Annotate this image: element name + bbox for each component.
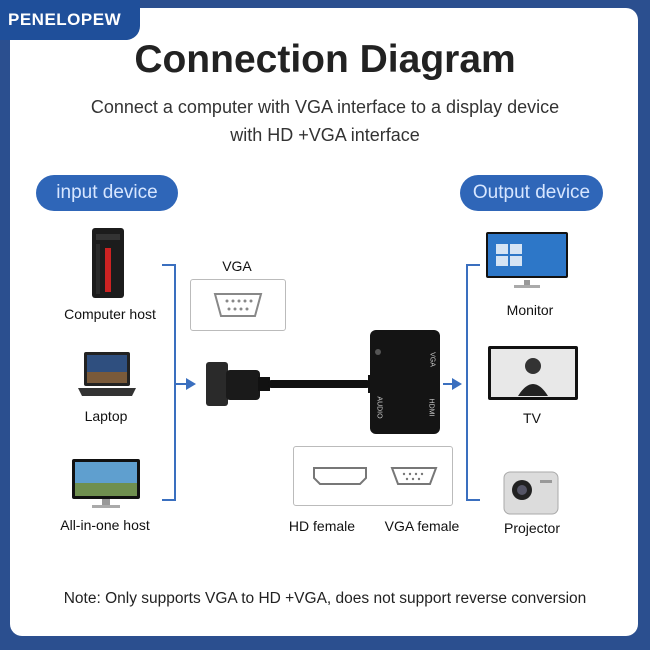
brand-label: PENELOPEW [0,0,140,40]
hdmi-female-label: HD female [288,518,356,534]
vga-port-icon [213,293,263,317]
input-arrow-line [174,383,188,385]
subtitle-line-2: with HD +VGA interface [230,125,420,145]
subtitle-line-1: Connect a computer with VGA interface to… [90,97,560,117]
projector-icon [503,471,559,515]
output-bracket [466,264,480,501]
adapter-vga-text: VGA [428,352,436,367]
device-label-all-in-one-host: All-in-one host [60,517,150,533]
adapter-hdmi-text: HDMI [427,398,435,417]
vga-female-port-icon [390,467,438,485]
page-title: Connection Diagram [134,38,516,81]
vga-female-label: VGA female [384,518,460,534]
subtitle: Connect a computer with VGA interface to… [0,93,650,149]
all-in-one-host-icon [72,459,140,508]
input-device-heading: input device [36,175,178,211]
hdmi-port-icon [313,467,367,485]
tv-icon [488,346,578,400]
output-arrow-line [443,383,455,385]
output-ports-callout [293,446,453,506]
device-label-laptop: Laptop [84,408,128,424]
input-arrow-head [186,378,196,390]
laptop-icon [78,352,136,396]
adapter-audio-text: AUDIO [375,396,383,419]
output-ports-icons [313,467,438,485]
device-label-tv: TV [523,410,541,426]
output-arrow-head [452,378,462,390]
input-bracket [162,264,176,501]
vga-adapter-cable [206,330,440,434]
device-label-computer-host: Computer host [64,306,156,322]
device-label-projector: Projector [503,520,561,536]
computer-host-icon [92,228,124,298]
vga-port-callout [190,279,286,331]
monitor-icon [486,232,568,288]
device-label-monitor: Monitor [506,302,554,318]
compatibility-note: Note: Only supports VGA to HD +VGA, does… [63,590,587,607]
diagram-card [10,8,638,636]
vga-connector-label: VGA [222,258,252,274]
output-device-heading: Output device [460,175,603,211]
